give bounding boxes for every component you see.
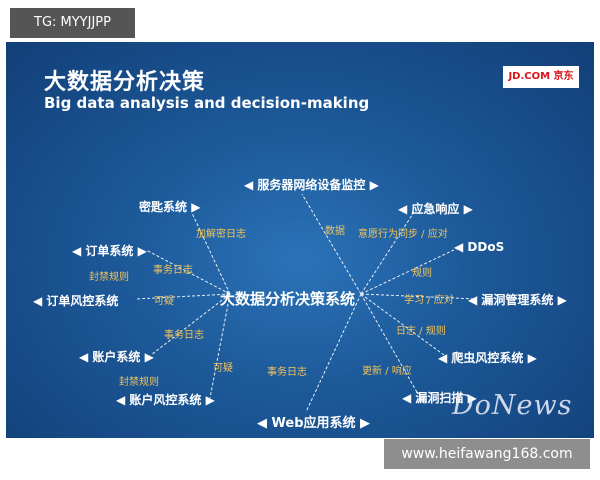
connector-lines	[135, 193, 477, 413]
line-account-risk	[209, 293, 231, 399]
center-node: 大数据分析决策系统	[220, 290, 356, 308]
edge-label-rules: 规则	[412, 268, 432, 279]
slide-title: 大数据分析决策	[44, 70, 206, 95]
edge-label-suspect-account: 可疑	[213, 363, 233, 374]
line-account	[150, 293, 231, 356]
node-order-risk-system: ◀ 订单风控系统	[33, 294, 119, 308]
edge-label-biz-log-order: 事务日志	[153, 265, 193, 276]
node-account-system: ◀ 账户系统 ▶	[79, 350, 154, 364]
edge-label-biz-log-account: 事务日志	[164, 330, 204, 341]
node-order-system: ◀ 订单系统 ▶	[72, 244, 147, 258]
node-password-system: 密匙系统 ▶	[139, 200, 201, 214]
node-web-app-system: ◀ Web应用系统 ▶	[257, 416, 371, 431]
node-emergency-response: ◀ 应急响应 ▶	[398, 202, 473, 216]
line-vuln-mgmt	[360, 293, 477, 300]
line-crawler	[360, 293, 445, 356]
node-account-risk-system: ◀ 账户风控系统 ▶	[116, 393, 215, 407]
line-order-risk	[135, 293, 231, 300]
line-vuln-scan	[360, 293, 419, 395]
site-badge: www.heifawang168.com	[384, 439, 590, 469]
node-crawler-risk: ◀ 爬虫风控系统 ▶	[438, 351, 537, 365]
edge-label-data: 数据	[325, 226, 345, 237]
edge-label-seal-rules-order: 封禁规则	[89, 272, 129, 283]
node-server-monitor: ◀ 服务器网络设备监控 ▶	[244, 178, 379, 192]
diagram-slide: 大数据分析决策 Big data analysis and decision-m…	[6, 42, 594, 438]
edge-label-suspect-order: 可疑	[154, 296, 174, 307]
line-order	[145, 249, 231, 295]
edge-label-log-rules: 日志 / 规则	[396, 326, 446, 337]
edge-label-biz-log-web: 事务日志	[267, 367, 307, 378]
line-emergency	[360, 211, 415, 295]
slide-subtitle: Big data analysis and decision-making	[44, 94, 370, 112]
line-server-monitor	[301, 193, 362, 295]
node-vuln-management: ◀ 漏洞管理系统 ▶	[468, 293, 567, 307]
edge-label-sync: 意愿行为同步 / 应对	[358, 229, 448, 240]
line-web	[305, 293, 362, 413]
line-ddos	[360, 247, 459, 295]
jd-logo: JD.COM 京东	[503, 66, 579, 88]
edge-label-decrypt-log: 加解密日志	[196, 229, 246, 240]
edge-label-seal-rules-account: 封禁规则	[119, 377, 159, 388]
edge-label-update: 更新 / 响应	[362, 366, 412, 377]
node-vuln-scan: ◀ 漏洞扫描 ▶	[402, 391, 477, 405]
node-ddos: ◀ DDoS	[454, 240, 505, 254]
donews-watermark: DoNews	[452, 390, 573, 421]
edge-label-learn: 学习 / 应对	[404, 295, 454, 306]
tg-badge: TG: MYYJJPP	[10, 8, 135, 38]
